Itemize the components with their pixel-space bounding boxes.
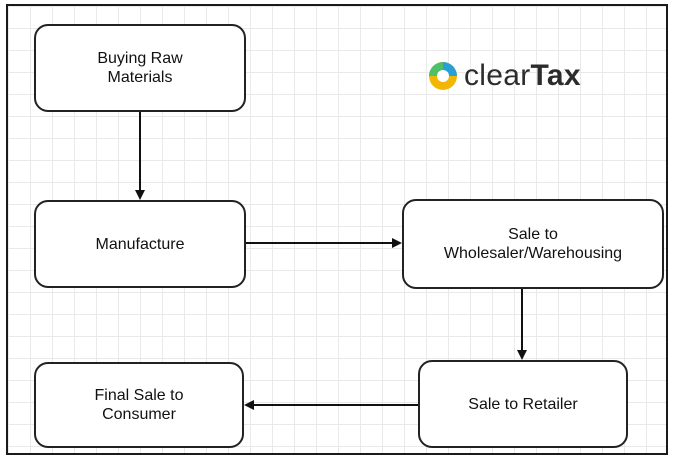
node-label: Sale to Retailer [468, 395, 578, 413]
node-final-sale-to-consumer: Final Sale to Consumer [34, 362, 244, 448]
cleartax-wordmark: clearTax [464, 59, 581, 92]
node-sale-to-retailer: Sale to Retailer [418, 360, 628, 448]
node-buying-raw-materials: Buying Raw Materials [34, 24, 246, 112]
node-label: Sale to Wholesaler/Warehousing [443, 226, 623, 262]
node-label: Manufacture [95, 235, 185, 253]
cleartax-logo: clearTax [428, 56, 581, 96]
node-label: Final Sale to Consumer [94, 387, 184, 423]
cleartax-logo-icon [429, 62, 457, 90]
node-label: Buying Raw Materials [97, 50, 183, 86]
node-sale-to-wholesaler: Sale to Wholesaler/Warehousing [402, 199, 664, 289]
node-manufacture: Manufacture [34, 200, 246, 288]
